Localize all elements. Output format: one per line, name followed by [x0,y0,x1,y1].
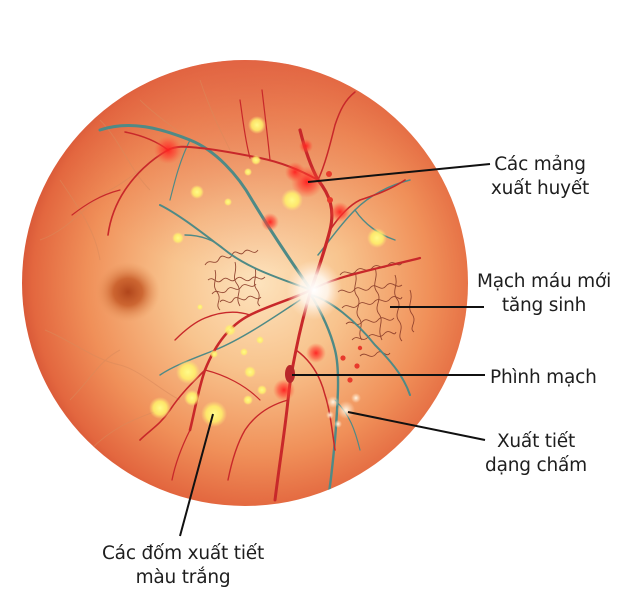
label-cotton-wool-spots-line2: màu trắng [135,567,231,588]
dot-exudates [326,393,361,428]
label-neovascularization-line1: Mạch máu mới [476,271,612,292]
label-hemorrhage-line1: Các mảng [494,154,586,175]
leader-cotton-wool [179,413,214,537]
retina [22,60,468,506]
label-microaneurysm: Phình mạch [490,366,620,390]
label-neovascularization-line2: tăng sinh [501,295,587,316]
leader-dot-exudate [347,411,486,441]
macula [96,262,160,322]
leader-lines [179,163,491,537]
microaneurysm [285,365,295,383]
label-dot-exudate-line2: dạng chấm [485,455,587,476]
label-cotton-wool-spots-line1: Các đốm xuất tiết [101,543,265,564]
label-dot-exudate-line1: Xuất tiết [496,431,576,452]
label-cotton-wool-spots: Các đốm xuất tiết màu trắng [78,542,288,590]
retinal-veins [98,123,411,506]
label-dot-exudate: Xuất tiết dạng chấm [478,430,594,478]
hemorrhages [154,136,363,401]
leader-hemorrhage [307,163,491,183]
label-hemorrhage: Các mảng xuất huyết [484,153,596,201]
label-microaneurysm-line1: Phình mạch [490,367,597,388]
label-hemorrhage-line2: xuất huyết [490,178,590,199]
label-neovascularization: Mạch máu mới tăng sinh [470,270,618,318]
optic-disc [286,260,342,320]
exudates [149,116,387,427]
